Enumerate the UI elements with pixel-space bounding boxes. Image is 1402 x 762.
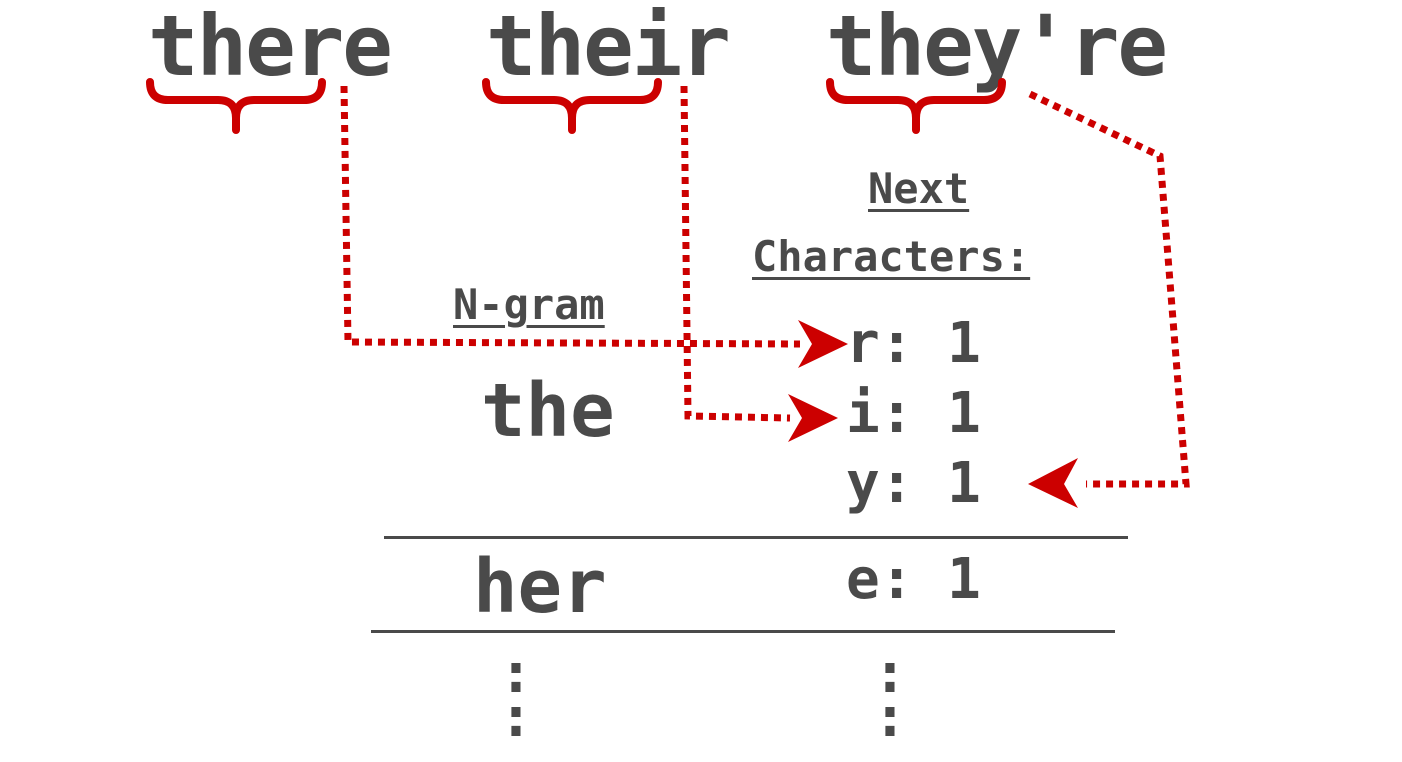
arrowhead-i xyxy=(788,394,838,442)
word-theyre: they're xyxy=(826,0,1168,95)
ngram-her: her xyxy=(473,544,607,630)
brace-there xyxy=(146,78,326,134)
next-header-line2: Characters: xyxy=(752,232,1031,281)
next-char-entry-y: y: 1 xyxy=(846,451,981,516)
brace-theyre xyxy=(826,78,1006,134)
ngram-the: the xyxy=(481,368,615,454)
brace-their xyxy=(482,78,662,134)
ngram-ellipsis-bottom: : xyxy=(499,685,533,750)
row-divider-2 xyxy=(371,630,1115,633)
connector-theyre-to-y xyxy=(1028,90,1190,488)
row-divider-1 xyxy=(384,536,1128,539)
next-char-entry-i: i: 1 xyxy=(846,381,981,446)
arrowhead-r xyxy=(798,320,848,368)
next-char-entry-r: r: 1 xyxy=(846,311,981,376)
next-header-line1: Next xyxy=(868,164,970,213)
ngram-ellipsis-top: : xyxy=(499,641,533,706)
connector-their-to-i xyxy=(680,85,791,422)
next-char-entry-e: e: 1 xyxy=(846,547,981,612)
arrowhead-y xyxy=(1028,458,1078,508)
next-char-ellipsis-bottom: : xyxy=(873,685,907,750)
word-there: there xyxy=(148,0,393,95)
next-char-ellipsis-top: : xyxy=(873,641,907,706)
word-their: their xyxy=(486,0,731,95)
ngram-header: N-gram xyxy=(453,280,605,329)
